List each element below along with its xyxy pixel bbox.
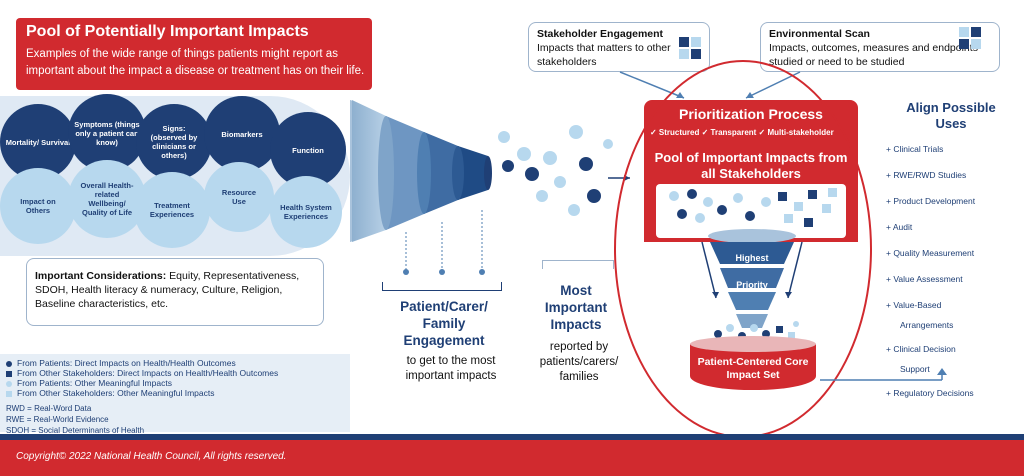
most-important-line: Important (544, 300, 608, 315)
considerations-text: Equity, Representativeness, SDOH, Health… (35, 270, 300, 310)
legend-text: From Other Stakeholders: Other Meaningfu… (17, 388, 215, 398)
pool-title: Pool of Potentially Important Impacts (26, 23, 309, 40)
legend-item: From Patients: Other Meaningful Impacts (6, 378, 172, 388)
footer-top-line (0, 434, 1024, 440)
use-item: + RWE/RWD Studies (886, 170, 967, 180)
environmental-scan-box: Environmental Scan Impacts, outcomes, me… (760, 22, 1000, 72)
use-item: + Quality Measurement (886, 248, 975, 258)
engagement-bracket (382, 282, 502, 291)
legend-text: From Patients: Other Meaningful Impacts (17, 378, 172, 388)
footer: Copyright© 2022 National Health Council,… (0, 440, 1024, 476)
support-arrow (820, 368, 947, 381)
envscan-text: Impacts, outcomes, measures and endpoint… (769, 42, 978, 68)
use-item: + Value Assessment (886, 274, 963, 284)
legend-text: From Other Stakeholders: Direct Impacts … (17, 368, 279, 378)
impact-circle-biomarkers: Biomarkers (204, 96, 280, 172)
legend-item: From Other Stakeholders: Other Meaningfu… (6, 388, 214, 398)
impact-circle-health-system: Health System Experiences (270, 176, 342, 248)
most-important-bracket (542, 260, 614, 269)
legend-square-light-icon (6, 390, 12, 397)
most-important-title: Most Important Impacts (530, 282, 622, 333)
impact-circle-mortality: Mortality/ Survival (0, 104, 76, 180)
use-item: + Audit (886, 222, 913, 232)
uses-title: Align Possible Uses (906, 100, 996, 131)
legend-item: From Other Stakeholders: Direct Impacts … (6, 368, 278, 378)
abbr-rwe: RWE = Real-World Evidence (6, 415, 109, 424)
engagement-funnel-graphic (350, 100, 630, 275)
engagement-line: Patient/Carer/ (400, 299, 488, 314)
most-important-subtitle: reported by patients/carers/ families (539, 341, 619, 383)
engagement-title: Patient/Carer/ Family Engagement (384, 298, 504, 349)
use-item: Arrangements (900, 320, 954, 330)
impact-circle-wellbeing: Overall Health-related Wellbeing/ Qualit… (68, 160, 146, 238)
considerations-callout: Important Considerations: Equity, Repres… (26, 258, 324, 326)
legend: From Patients: Direct Impacts on Health/… (0, 354, 350, 435)
impact-circle-symptoms: Symptoms (things only a patient can know… (68, 94, 146, 172)
abbr-sdoh: SDOH = Social Determinants of Health (6, 426, 145, 435)
impact-circle-treatment: Treatment Experiences (134, 172, 210, 248)
impact-circle-impact-others: Impact on Others (0, 168, 76, 244)
legend-square-dark-icon (6, 370, 12, 377)
pool-header-box: Pool of Potentially Important Impacts Ex… (16, 18, 372, 90)
use-item: Support (900, 364, 930, 374)
stakeholder-squares-icon (679, 37, 701, 59)
pool-description: Examples of the wide range of things pat… (26, 48, 365, 77)
most-important-line: Impacts (550, 317, 602, 332)
use-item: + Value-Based (886, 300, 942, 310)
legend-circle-dark-icon (6, 360, 12, 367)
use-item: + Product Development (886, 196, 976, 206)
use-item: + Clinical Decision (886, 344, 956, 354)
legend-circle-light-icon (6, 380, 12, 387)
envscan-title: Environmental Scan (769, 28, 870, 40)
legend-text: From Patients: Direct Impacts on Health/… (17, 358, 236, 368)
impact-circle-signs: Signs: (observed by clinicians or others… (136, 104, 212, 180)
use-item: + Clinical Trials (886, 144, 944, 154)
engagement-line: Engagement (403, 333, 485, 348)
engagement-line: Family (422, 316, 466, 331)
abbr-rwd: RWD = Real-Word Data (6, 404, 92, 413)
copyright-text: Copyright© 2022 National Health Council,… (16, 451, 287, 462)
most-important-line: Most (560, 283, 592, 298)
legend-item: From Patients: Direct Impacts on Health/… (6, 358, 236, 368)
use-item: + Regulatory Decisions (886, 388, 974, 398)
impact-circle-resource: Resource Use (204, 162, 274, 232)
impact-circle-function: Function (270, 112, 346, 188)
stakeholder-engagement-box: Stakeholder Engagement Impacts that matt… (528, 22, 710, 72)
envscan-squares-icon (959, 27, 981, 49)
uses-list: + Clinical Trials + RWE/RWD Studies + Pr… (886, 144, 1016, 414)
stakeholder-title: Stakeholder Engagement (537, 28, 664, 40)
considerations-label: Important Considerations: (35, 270, 167, 282)
stakeholder-text: Impacts that matters to other stakeholde… (537, 42, 671, 68)
engagement-subtitle: to get to the most important impacts (405, 355, 497, 382)
